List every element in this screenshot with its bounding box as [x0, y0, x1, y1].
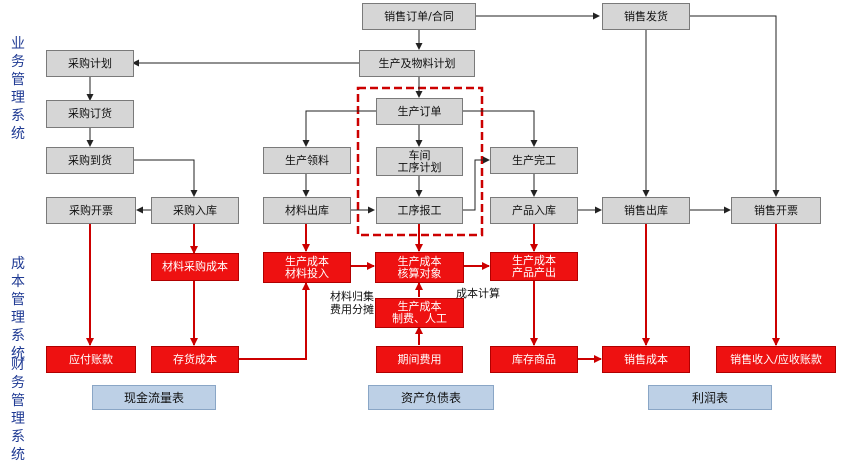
node-sales-revenue-receivable[interactable]: 销售收入/应收账款: [716, 346, 836, 373]
edge-delivery-to-invoice: [690, 15, 780, 197]
node-accounts-payable[interactable]: 应付账款: [46, 346, 136, 373]
node-purchase-inbound[interactable]: 采购入库: [151, 197, 239, 224]
node-prod-cost-product-output[interactable]: 生产成本 产品产出: [490, 252, 578, 281]
node-inventory-goods[interactable]: 库存商品: [490, 346, 578, 373]
node-production-order[interactable]: 生产订单: [376, 98, 463, 125]
node-sales-outbound[interactable]: 销售出库: [602, 197, 690, 224]
connector-layer: [86, 12, 780, 363]
node-purchase-arrival[interactable]: 采购到货: [46, 147, 134, 174]
node-product-inbound[interactable]: 产品入库: [490, 197, 578, 224]
node-prod-cost-accounting-object[interactable]: 生产成本 核算对象: [375, 252, 464, 283]
report-cash-flow[interactable]: 现金流量表: [92, 385, 216, 410]
red-inventory-to-material-input: [238, 282, 310, 360]
node-purchase-invoice[interactable]: 采购开票: [46, 197, 136, 224]
business-system-label: 业 务 管 理 系 统: [11, 36, 25, 142]
note-cost-calculation: 成本计算: [456, 287, 500, 300]
node-production-completion[interactable]: 生产完工: [490, 147, 578, 174]
node-production-picking[interactable]: 生产领料: [263, 147, 351, 174]
node-material-outbound[interactable]: 材料出库: [263, 197, 351, 224]
node-sales-order[interactable]: 销售订单/合同: [362, 3, 476, 30]
node-sales-delivery[interactable]: 销售发货: [602, 3, 690, 30]
node-workshop-plan[interactable]: 车间 工序计划: [376, 147, 463, 176]
node-prod-cost-material-input[interactable]: 生产成本 材料投入: [263, 252, 351, 283]
node-material-purchase-cost[interactable]: 材料采购成本: [151, 253, 239, 281]
node-process-report[interactable]: 工序报工: [376, 197, 463, 224]
report-income-statement[interactable]: 利润表: [648, 385, 772, 410]
note-material-collection: 材料归集 费用分摊: [330, 290, 374, 316]
cost-system-label: 成 本 管 理 系 统: [11, 256, 25, 362]
node-period-expense[interactable]: 期间费用: [376, 346, 463, 373]
node-prod-cost-manufacturing-labor[interactable]: 生产成本 制费、人工: [375, 298, 464, 328]
edge-arrival-to-inbound: [133, 159, 198, 197]
node-sales-invoice[interactable]: 销售开票: [731, 197, 821, 224]
report-balance-sheet[interactable]: 资产负债表: [368, 385, 494, 410]
node-purchase-plan[interactable]: 采购计划: [46, 50, 134, 77]
finance-system-label: 财 务 管 理 系 统: [11, 357, 25, 463]
production-frame: [356, 86, 484, 237]
node-purchase-order[interactable]: 采购订货: [46, 100, 134, 128]
node-production-material-plan[interactable]: 生产及物料计划: [359, 50, 475, 77]
edge-prod-order-to-picking: [302, 110, 376, 147]
node-sales-cost[interactable]: 销售成本: [602, 346, 690, 373]
erp-flow-diagram: 业 务 管 理 系 统 成 本 管 理 系 统 财 务 管 理 系 统 销售订单…: [11, 3, 836, 463]
edge-report-to-completion: [462, 156, 490, 211]
edge-prod-order-to-completion: [462, 110, 538, 147]
node-inventory-cost[interactable]: 存货成本: [151, 346, 239, 373]
